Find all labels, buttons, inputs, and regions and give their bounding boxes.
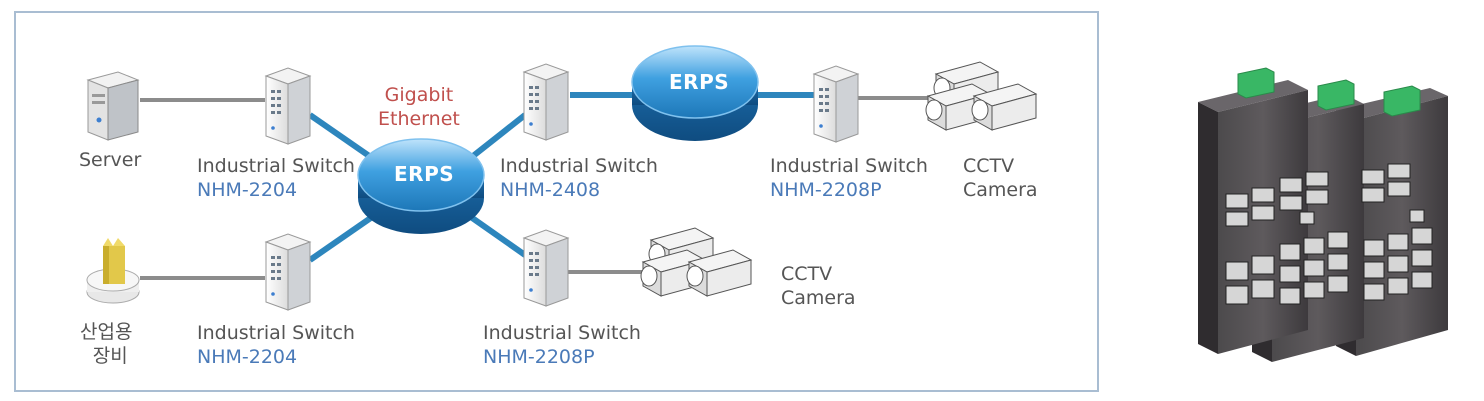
gigabit-ethernet-label: Gigabit Ethernet	[378, 83, 460, 131]
cctv-label-1-line1: CCTV	[963, 155, 1015, 177]
industrial-equipment-label-line2: 장비	[92, 345, 128, 367]
switch-icon-1	[264, 67, 312, 145]
switch-icon-3	[522, 63, 570, 141]
switch-2-label: Industrial Switch NHM-2204	[197, 321, 355, 369]
server-icon	[86, 71, 140, 141]
switch-1-label: Industrial Switch NHM-2204	[197, 154, 355, 202]
server-label: Server	[79, 149, 142, 171]
erps-top-label: ERPS	[669, 70, 730, 94]
switch-3-model: NHM-2408	[500, 179, 601, 201]
switch-2-model: NHM-2204	[197, 346, 298, 368]
cctv-label-1: CCTV Camera	[963, 154, 1038, 202]
switch-icon-4	[522, 229, 570, 307]
gigabit-label-line1: Gigabit	[384, 84, 454, 106]
cctv-cameras-icon-2	[640, 227, 753, 297]
switch-4-name: Industrial Switch	[483, 322, 641, 344]
switch-3-name: Industrial Switch	[500, 155, 658, 177]
erps-ring-center	[357, 138, 485, 234]
cctv-cameras-icon-1	[925, 61, 1038, 131]
switch-4-model: NHM-2208P	[483, 346, 595, 368]
switch-5-model: NHM-2208P	[770, 179, 882, 201]
switch-1-model: NHM-2204	[197, 179, 298, 201]
switch-icon-5	[812, 65, 860, 143]
industrial-equipment-label: 산업용 장비	[80, 320, 132, 368]
cctv-label-2-line1: CCTV	[781, 263, 833, 285]
industrial-equipment-icon	[86, 238, 140, 304]
cctv-label-2: CCTV Camera	[781, 262, 856, 310]
erps-center-label: ERPS	[394, 162, 455, 186]
switch-3-label: Industrial Switch NHM-2408	[500, 154, 658, 202]
gigabit-label-line2: Ethernet	[378, 108, 460, 130]
cctv-label-2-line2: Camera	[781, 287, 856, 309]
switch-icon-2	[264, 233, 312, 311]
network-links	[140, 92, 935, 280]
switch-1-name: Industrial Switch	[197, 155, 355, 177]
switch-2-name: Industrial Switch	[197, 322, 355, 344]
industrial-equipment-label-line1: 산업용	[80, 321, 133, 343]
switch-4-label: Industrial Switch NHM-2208P	[483, 321, 641, 369]
product-image-switches	[1198, 67, 1448, 362]
switch-5-name: Industrial Switch	[770, 155, 928, 177]
switch-5-label: Industrial Switch NHM-2208P	[770, 154, 928, 202]
cctv-label-1-line2: Camera	[963, 179, 1038, 201]
erps-ring-top	[631, 45, 759, 141]
